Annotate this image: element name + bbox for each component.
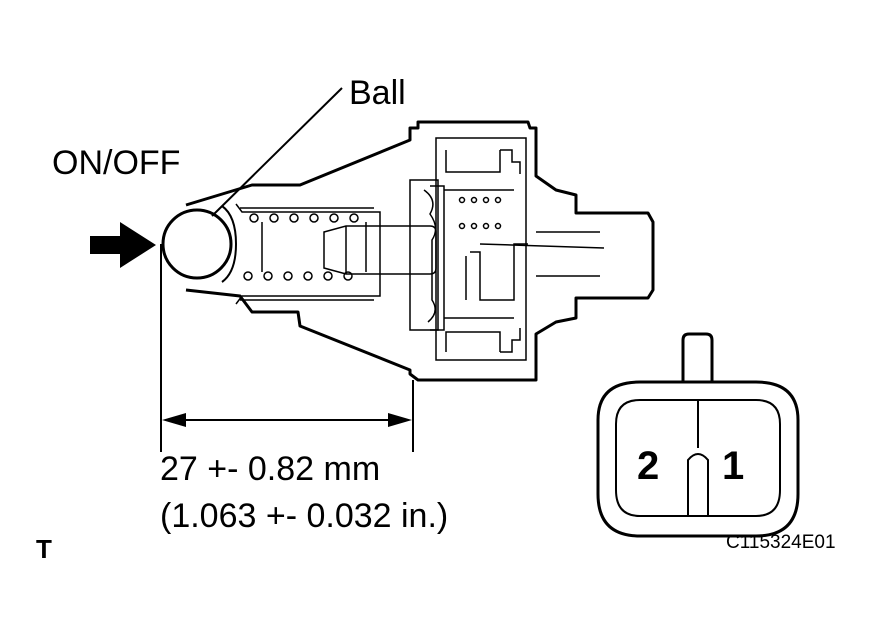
spring-coils	[243, 213, 367, 281]
press-arrow-icon	[90, 222, 156, 268]
dimension-line	[160, 244, 414, 452]
view-marker-label: T	[36, 534, 52, 564]
terminal-2-label: 2	[637, 444, 659, 488]
dimension-in-label: (1.063 +- 0.032 in.)	[160, 497, 448, 535]
ball	[161, 205, 238, 283]
terminal-1-label: 1	[722, 444, 744, 488]
ball-leader-line	[211, 87, 343, 217]
ball-label: Ball	[349, 74, 406, 112]
switch-housing	[185, 120, 655, 382]
contact-spring	[458, 196, 502, 230]
dimension-mm-label: 27 +- 0.82 mm	[160, 450, 380, 488]
figure-code-label: C115324E01	[726, 532, 836, 553]
switch-internals	[235, 137, 605, 361]
on-off-label: ON/OFF	[52, 144, 180, 182]
connector-view	[596, 332, 800, 538]
